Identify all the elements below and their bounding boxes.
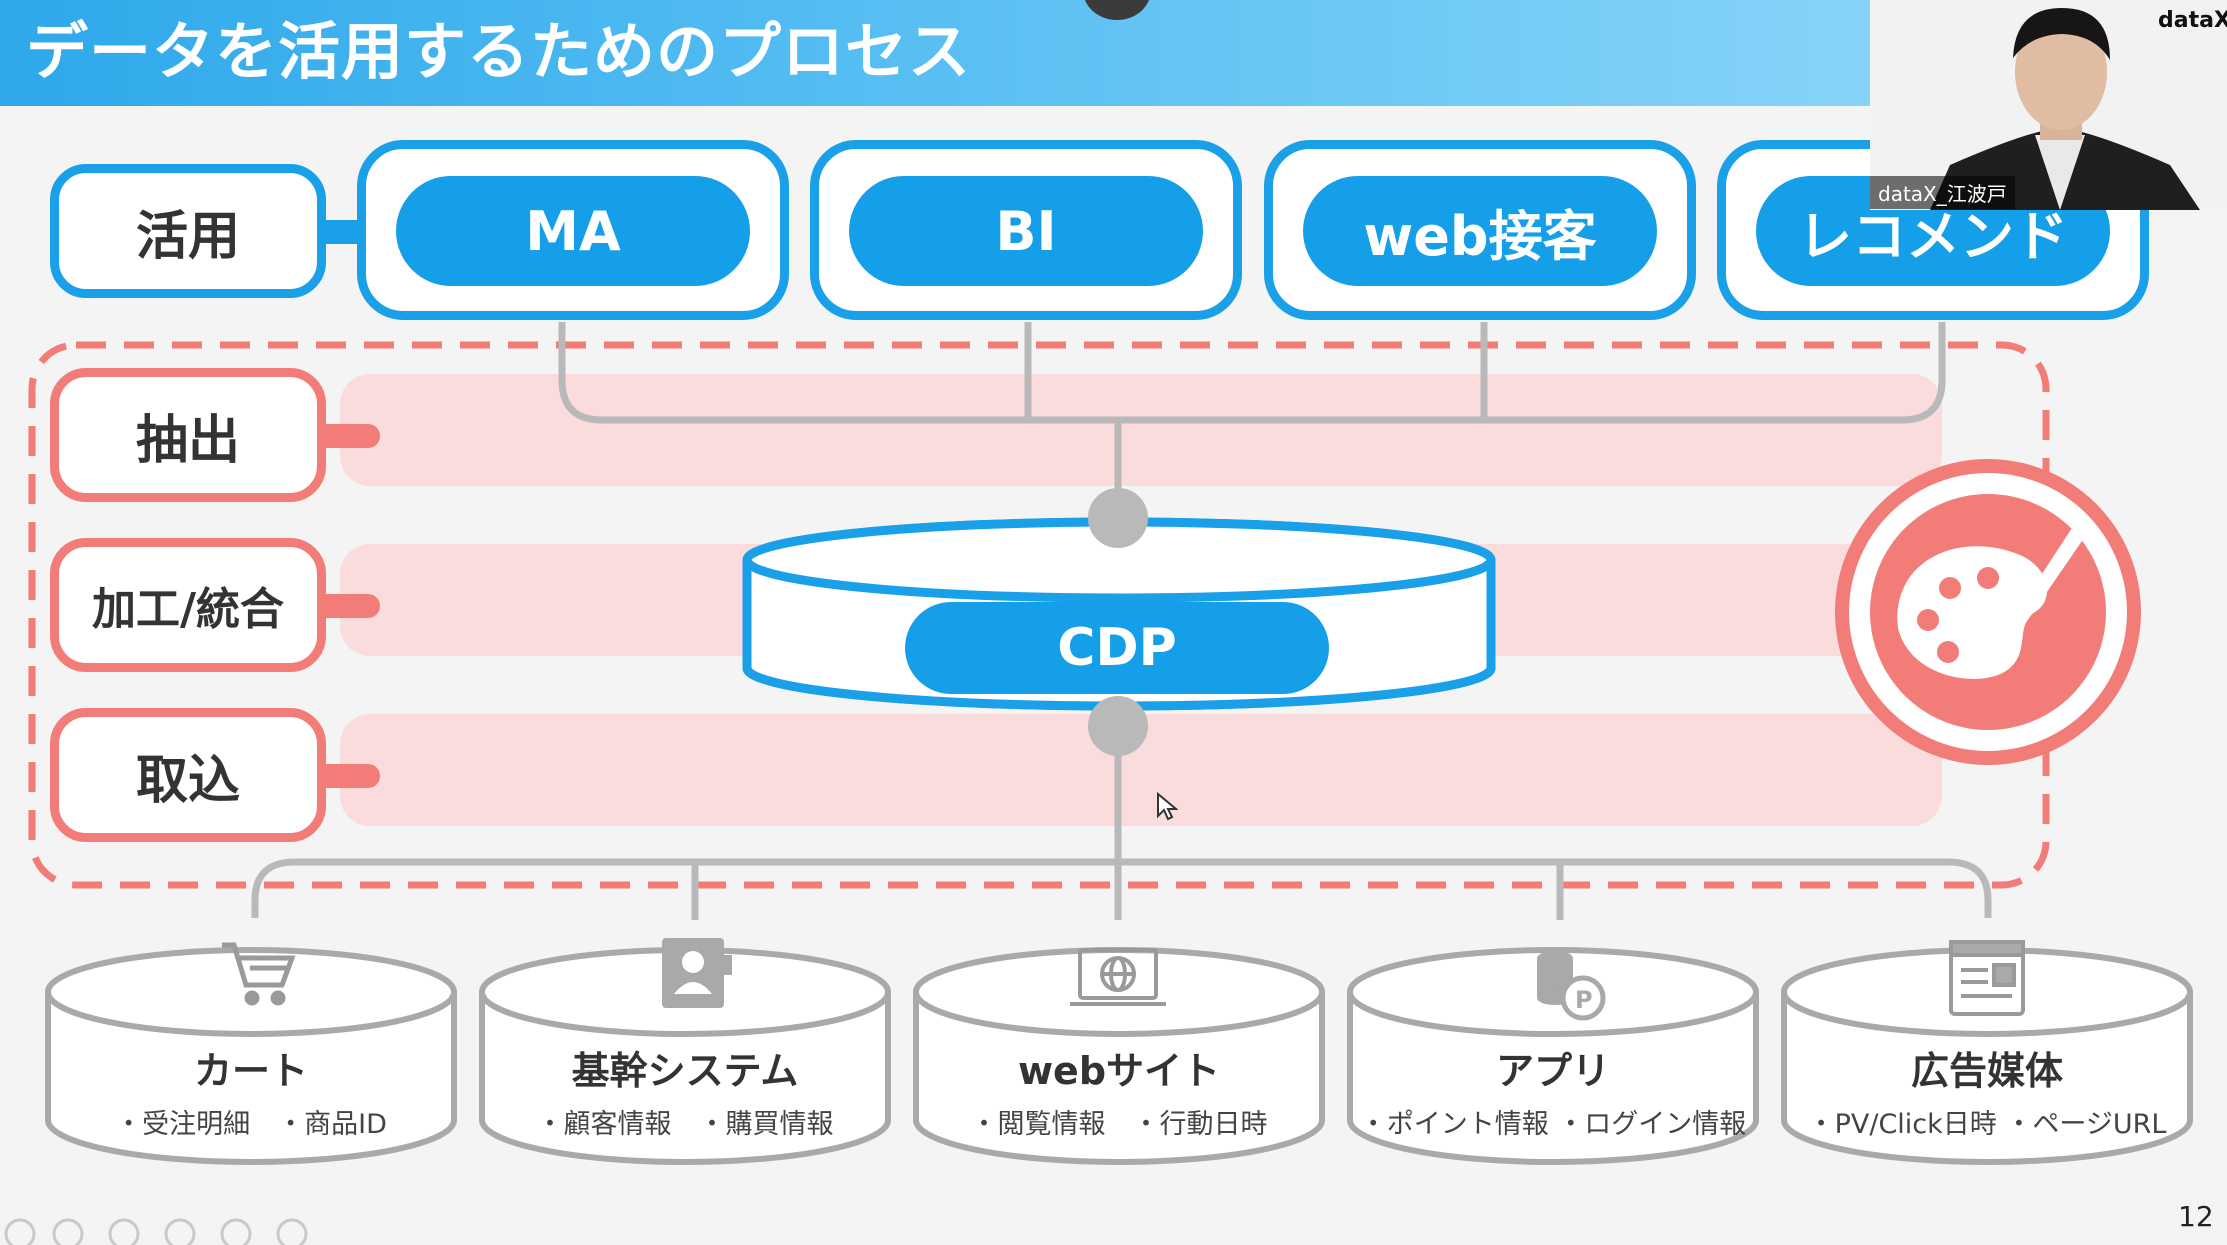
webcam-feed: [1870, 0, 2227, 210]
layer-label-extract: 抽出: [50, 368, 326, 502]
cdp-bottom-node-overlay: [1088, 696, 1148, 756]
tool-ma: MA: [396, 176, 750, 286]
mouse-cursor-icon: [1157, 792, 1178, 821]
source-name-app: アプリ: [1495, 1049, 1610, 1093]
source-name-cart: カート: [193, 1049, 308, 1093]
source-name-core: 基幹システム: [571, 1049, 799, 1093]
cdp-label: CDP: [905, 602, 1329, 694]
tool-connector-tree-overlay: [558, 322, 1946, 520]
toolbar-prev-icon[interactable]: [4, 1218, 36, 1245]
toolbar-zoom-icon[interactable]: [220, 1218, 252, 1245]
globe-monitor-icon: [1070, 948, 1166, 1006]
svg-text:P: P: [1575, 986, 1593, 1014]
source-name-ad: 広告媒体: [1910, 1049, 2063, 1093]
layer-label-ingest: 取込: [50, 708, 326, 842]
tool-bi: BI: [849, 176, 1203, 286]
browser-ad-icon: [1949, 940, 2025, 1016]
slide-header: [0, 0, 1870, 106]
coins-points-icon: P: [1537, 951, 1606, 1021]
tool-web-chat: web接客: [1303, 176, 1657, 286]
source-items-core: ・顧客情報 ・購買情報: [536, 1109, 834, 1140]
webcam-brand-logo: dataX: [2158, 8, 2227, 33]
webcam-name-tag: dataX_江波戸: [1870, 176, 2015, 209]
layer-label-process: 加工/統合: [50, 538, 326, 672]
palette-brush-icon: [1835, 459, 2141, 765]
source-items-ad: ・PV/Click日時 ・ページURL: [1807, 1109, 2167, 1140]
toolbar-grid-icon[interactable]: [164, 1218, 196, 1245]
source-items-web: ・閲覧情報 ・行動日時: [970, 1109, 1268, 1140]
source-name-web: webサイト: [1017, 1049, 1221, 1093]
camera-notch: [1083, 0, 1151, 20]
slide-title: データを活用するためのプロセス: [26, 15, 972, 88]
page-number: 12: [2178, 1200, 2214, 1233]
cdp-top-node-overlay: [1088, 488, 1148, 548]
presentation-toolbar: [4, 1218, 308, 1245]
source-items-app: ・ポイント情報 ・ログイン情報: [1359, 1109, 1747, 1140]
band-extract: [340, 374, 1942, 486]
toolbar-pointer-icon[interactable]: [52, 1218, 84, 1245]
layer-label-use: 活用: [50, 164, 326, 298]
contact-card-icon: [662, 938, 732, 1008]
toolbar-pen-icon[interactable]: [108, 1218, 140, 1245]
toolbar-more-icon[interactable]: [276, 1218, 308, 1245]
source-items-cart: ・受注明細 ・商品ID: [115, 1109, 387, 1140]
cart-icon: [222, 942, 296, 1006]
source-cylinder-web: [913, 947, 1325, 1165]
